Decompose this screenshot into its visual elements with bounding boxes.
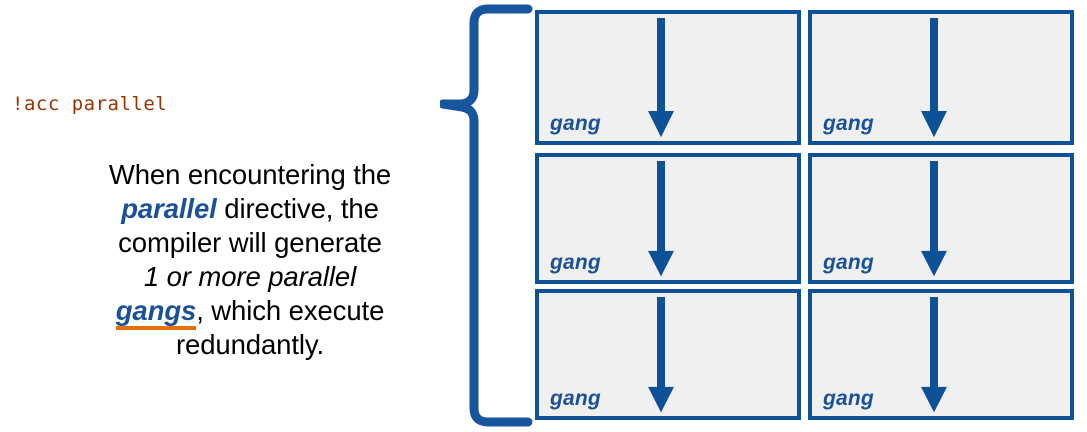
code-directive-text: !acc parallel [12, 93, 168, 115]
gang-cell[interactable]: gang [535, 153, 801, 284]
down-arrow-icon [646, 297, 676, 416]
down-arrow-icon [919, 18, 949, 141]
down-arrow-icon [919, 297, 949, 416]
gang-cell[interactable]: gang [535, 10, 801, 145]
gang-label: gang [550, 387, 601, 410]
caption-line-5: , which execute [196, 295, 385, 326]
gang-cell[interactable]: gang [808, 153, 1074, 284]
caption-line-1: When encountering the [108, 159, 392, 190]
caption-keyword-parallel: parallel [121, 193, 217, 224]
gang-grid: gang gang gang gang [535, 10, 1075, 422]
caption-line-2: directive, the [216, 193, 379, 224]
gang-label: gang [550, 112, 601, 135]
down-arrow-icon [919, 161, 949, 280]
gang-label: gang [823, 251, 874, 274]
caption-line-3: compiler will generate [118, 227, 382, 258]
caption-keyword-gangs: gangs [115, 295, 196, 330]
caption-paragraph: When encountering the parallel directive… [60, 158, 440, 362]
gang-label: gang [823, 112, 874, 135]
down-arrow-icon [646, 18, 676, 141]
gang-cell[interactable]: gang [535, 289, 801, 420]
gang-cell[interactable]: gang [808, 289, 1074, 420]
down-arrow-icon [646, 161, 676, 280]
gang-label: gang [550, 251, 601, 274]
gang-label: gang [823, 387, 874, 410]
caption-emphasis: 1 or more parallel [143, 261, 357, 292]
gang-cell[interactable]: gang [808, 10, 1074, 145]
caption-line-6: redundantly. [175, 329, 325, 360]
left-curly-brace-icon [438, 2, 536, 430]
